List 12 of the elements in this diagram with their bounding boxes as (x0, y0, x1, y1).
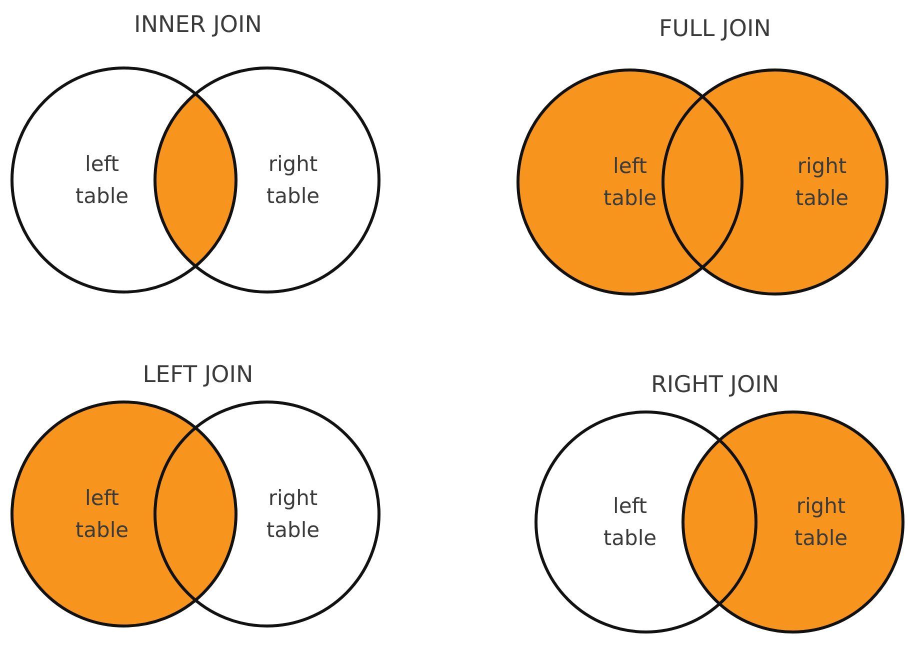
venn-label: INNER JOIN (134, 12, 262, 38)
venn-label: FULL JOIN (659, 16, 771, 42)
circle-label: right table (794, 153, 850, 212)
circle-label: left table (602, 153, 658, 212)
circle-label: right table (265, 485, 321, 544)
circle-label: left table (74, 485, 130, 544)
circle-label: left table (74, 151, 130, 210)
circle-label: right table (793, 493, 849, 552)
circle-label: left table (602, 493, 658, 552)
venn-label: RIGHT JOIN (650, 372, 780, 398)
venn-label: LEFT JOIN (142, 362, 254, 388)
circle-label: right table (265, 151, 321, 210)
